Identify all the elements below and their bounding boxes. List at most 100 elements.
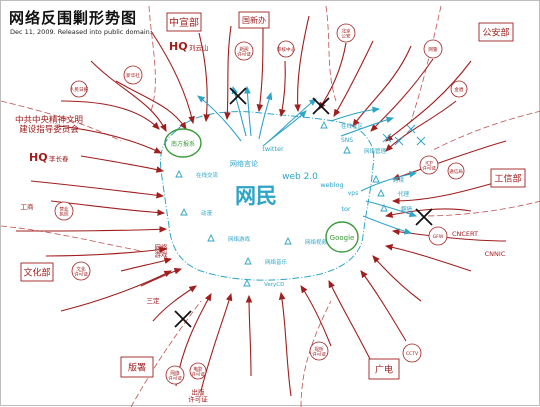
blue-arrow-3 bbox=[258, 91, 273, 140]
blue-node-wlyx: 网络游戏 bbox=[207, 233, 251, 243]
red-node-xhs: 新华社 bbox=[123, 65, 143, 85]
org-label-gongxinbu: 工信部 bbox=[494, 172, 521, 184]
red-node-jb: 金盾 bbox=[450, 80, 468, 98]
red-node-rmrb: 人民日报 bbox=[70, 80, 89, 98]
red-node-wlxk: 网络许可证 bbox=[165, 365, 185, 385]
org-label-guangdian: 广电 bbox=[375, 363, 393, 375]
blue-label-vps: vps bbox=[348, 190, 359, 197]
red-node-label-xwsk: 新闻许可证 bbox=[237, 45, 251, 57]
org-banshu: 版署 bbox=[120, 356, 154, 378]
blue-node-wlsp: 网络视频 bbox=[284, 236, 328, 246]
blue-label-twitter: twitter bbox=[262, 145, 284, 153]
blue-arrow-8 bbox=[360, 171, 418, 192]
red-arrow-24 bbox=[278, 291, 292, 397]
blue-node-zxjl: 在线交流 bbox=[175, 169, 219, 179]
blue-arrow-10 bbox=[362, 215, 413, 235]
org-gongxinbu: 工信部 bbox=[490, 168, 526, 188]
red-arrow-16 bbox=[391, 180, 502, 205]
blue-node-label-wlsp: 网络视频 bbox=[305, 238, 328, 246]
red-node-label-tx: 通信局 bbox=[449, 168, 463, 175]
red-arrow-29 bbox=[60, 270, 172, 312]
org-guoxinban: 国新办 bbox=[238, 11, 270, 29]
red-node-label-xhs: 新华社 bbox=[126, 72, 140, 79]
blue-node-verycd: VeryCD bbox=[243, 278, 284, 288]
red-arrow-4 bbox=[198, 32, 210, 123]
red-node-label-cctv: CCTV bbox=[406, 351, 419, 357]
red-node-label-rmrb: 人民日报 bbox=[70, 86, 89, 93]
blue-x-mark bbox=[406, 124, 416, 134]
red-arrow-9 bbox=[318, 42, 347, 110]
red-node-label-ydwh: 网络游戏 bbox=[155, 242, 169, 258]
blue-node-kuafu: 跨境 bbox=[372, 174, 405, 184]
red-node-whxk: 文化许可证 bbox=[71, 261, 91, 281]
red-arrow-11 bbox=[352, 45, 412, 127]
org-gonganbu: 公安部 bbox=[478, 22, 514, 42]
blue-arrow-6 bbox=[330, 106, 381, 122]
blue-label-web20: web 2.0 bbox=[282, 172, 318, 182]
org-label-wenhuabu: 文化部 bbox=[23, 266, 50, 278]
hq-sub: 刘云山 bbox=[189, 43, 209, 52]
red-node-cctv: CCTV bbox=[402, 343, 422, 363]
red-node-label-cnnic: CNNIC bbox=[485, 250, 506, 258]
blue-x-mark bbox=[394, 136, 404, 146]
org-label-jingshen: 中共中央精神文明建设指导委员会 bbox=[15, 115, 83, 135]
hq-text: HQ bbox=[29, 151, 48, 164]
org-label-guoxinban: 国新办 bbox=[242, 15, 266, 25]
blue-arrow-9 bbox=[365, 200, 418, 218]
blue-node-label-meifu: 翻墙 bbox=[401, 205, 413, 213]
red-node-zcdg: 审核中心 bbox=[277, 40, 296, 58]
red-arrow-13 bbox=[385, 60, 472, 142]
blue-x-mark bbox=[416, 136, 426, 146]
red-arrow-6 bbox=[256, 25, 264, 113]
org-wenhuabu: 文化部 bbox=[20, 262, 54, 282]
red-node-cncert: CNCERT bbox=[452, 230, 478, 238]
red-node-bjdx: 北京公安 bbox=[336, 23, 356, 43]
red-arrow-5 bbox=[224, 25, 232, 121]
red-arrow-23 bbox=[300, 285, 332, 347]
red-node-wj: 网警 bbox=[423, 39, 443, 59]
red-arrow-36 bbox=[120, 257, 173, 272]
red-arrow-25 bbox=[245, 294, 253, 377]
blue-arrow-7 bbox=[340, 116, 395, 137]
red-node-sjxk: 视听许可证 bbox=[309, 341, 329, 361]
center-label: 网民 bbox=[235, 184, 277, 208]
blue-arrow-1 bbox=[231, 85, 247, 137]
red-node-label-bjdx: 北京公安 bbox=[341, 27, 351, 39]
red-arrow-7 bbox=[279, 60, 286, 118]
red-arrow-1 bbox=[90, 60, 167, 132]
blue-node-label-verycd: VeryCD bbox=[264, 282, 284, 288]
blue-node-gzhl: 网络管理 bbox=[343, 145, 387, 155]
blue-node-zxgb: 在线社区 bbox=[320, 120, 364, 130]
blue-node-label-dongman: 动漫 bbox=[201, 209, 213, 217]
region-borders bbox=[1, 5, 540, 407]
blue-label-weblog: weblog bbox=[320, 181, 343, 189]
blue-arrow-0 bbox=[197, 95, 242, 142]
nanfang-ellipse bbox=[164, 128, 202, 158]
blue-label-tor: tor bbox=[341, 205, 351, 213]
red-node-xwsk: 新闻许可证 bbox=[234, 41, 254, 61]
blue-node-label-wlyx: 网络游戏 bbox=[228, 235, 251, 243]
blue-node-label-wlyy: 网络音乐 bbox=[265, 258, 288, 266]
blue-node-proxy: 代理 bbox=[377, 188, 410, 198]
red-arrow-0 bbox=[60, 100, 160, 130]
red-arrow-26 bbox=[200, 292, 233, 392]
red-arrow-21 bbox=[360, 270, 407, 342]
red-arrow-8 bbox=[294, 15, 310, 113]
red-node-gs: 工商 bbox=[21, 202, 35, 211]
blue-x-mark bbox=[382, 133, 392, 143]
red-arrow-34 bbox=[80, 155, 165, 173]
red-node-tx: 通信局 bbox=[447, 162, 465, 180]
red-arrow-12 bbox=[370, 58, 434, 132]
red-arrow-14 bbox=[385, 100, 457, 152]
nanfang-label: 南方报系 bbox=[171, 140, 195, 148]
netizen-boundary bbox=[160, 111, 375, 281]
red-arrow-28 bbox=[152, 285, 197, 322]
red-arrow-20 bbox=[372, 255, 422, 302]
red-node-label-cncert: CNCERT bbox=[452, 230, 478, 238]
